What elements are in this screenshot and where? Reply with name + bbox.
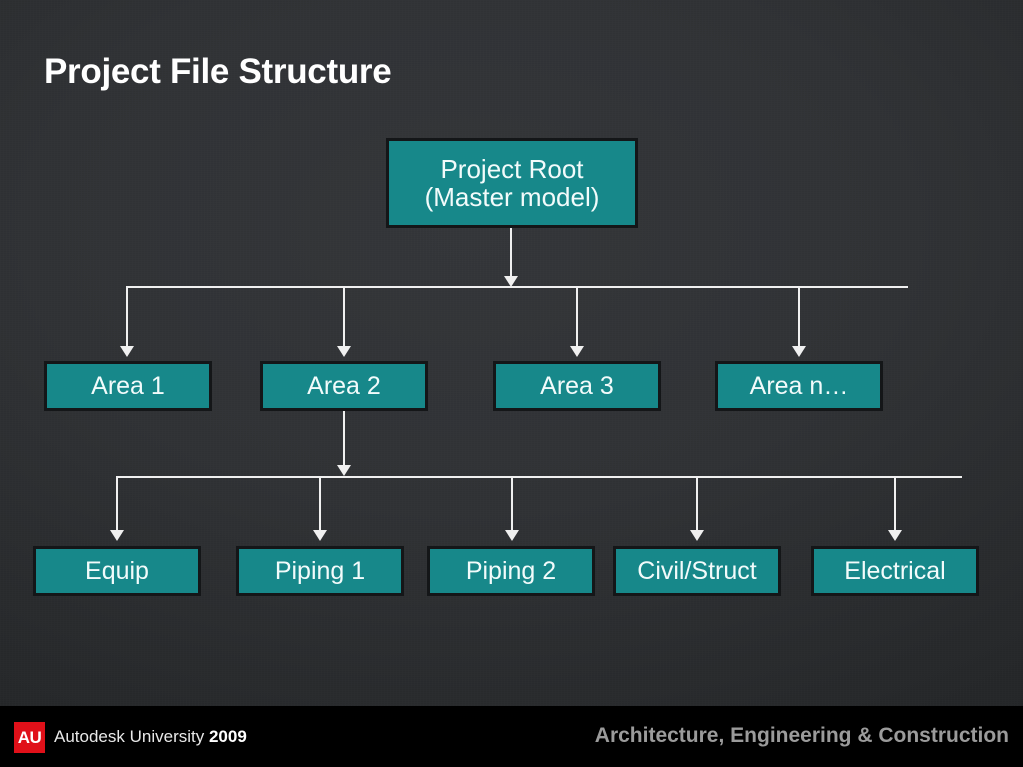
node-area-2[interactable]: Area 2 xyxy=(260,361,428,411)
arrowhead-area2-to-bus xyxy=(337,465,351,476)
connector-bus-level1 xyxy=(126,286,908,288)
page-title: Project File Structure xyxy=(44,52,392,91)
footer-track-label: Architecture, Engineering & Construction xyxy=(594,724,1009,747)
slide-footer: AU Autodesk University 2009 Architecture… xyxy=(0,706,1023,767)
connector-drop-electrical xyxy=(894,476,896,532)
arrowhead-area-1 xyxy=(120,346,134,357)
arrowhead-civil-struct xyxy=(690,530,704,541)
arrowhead-area-3 xyxy=(570,346,584,357)
node-area-1[interactable]: Area 1 xyxy=(44,361,212,411)
connector-drop-civil-struct xyxy=(696,476,698,532)
node-civil-struct[interactable]: Civil/Struct xyxy=(613,546,781,596)
node-equip[interactable]: Equip xyxy=(33,546,201,596)
node-area-3[interactable]: Area 3 xyxy=(493,361,661,411)
arrowhead-equip xyxy=(110,530,124,541)
arrowhead-piping-2 xyxy=(505,530,519,541)
connector-bus-level2 xyxy=(116,476,962,478)
connector-area2-stem xyxy=(343,411,345,469)
node-electrical[interactable]: Electrical xyxy=(811,546,979,596)
arrowhead-area-n xyxy=(792,346,806,357)
footer-brand: Autodesk University 2009 xyxy=(54,727,247,747)
connector-drop-area-1 xyxy=(126,286,128,348)
node-area-n[interactable]: Area n… xyxy=(715,361,883,411)
connector-root-stem xyxy=(510,228,512,280)
arrowhead-electrical xyxy=(888,530,902,541)
node-piping-1[interactable]: Piping 1 xyxy=(236,546,404,596)
connector-drop-area-3 xyxy=(576,286,578,348)
connector-drop-piping-1 xyxy=(319,476,321,532)
footer-brand-name: Autodesk University xyxy=(54,727,209,746)
node-piping-2[interactable]: Piping 2 xyxy=(427,546,595,596)
connector-drop-equip xyxy=(116,476,118,532)
footer-brand-year: 2009 xyxy=(208,727,247,746)
autodesk-university-logo-icon: AU xyxy=(14,722,45,753)
node-project-root[interactable]: Project Root (Master model) xyxy=(386,138,638,228)
connector-drop-piping-2 xyxy=(511,476,513,532)
arrowhead-root-to-bus xyxy=(504,276,518,287)
arrowhead-piping-1 xyxy=(313,530,327,541)
connector-drop-area-2 xyxy=(343,286,345,348)
connector-drop-area-n xyxy=(798,286,800,348)
arrowhead-area-2 xyxy=(337,346,351,357)
